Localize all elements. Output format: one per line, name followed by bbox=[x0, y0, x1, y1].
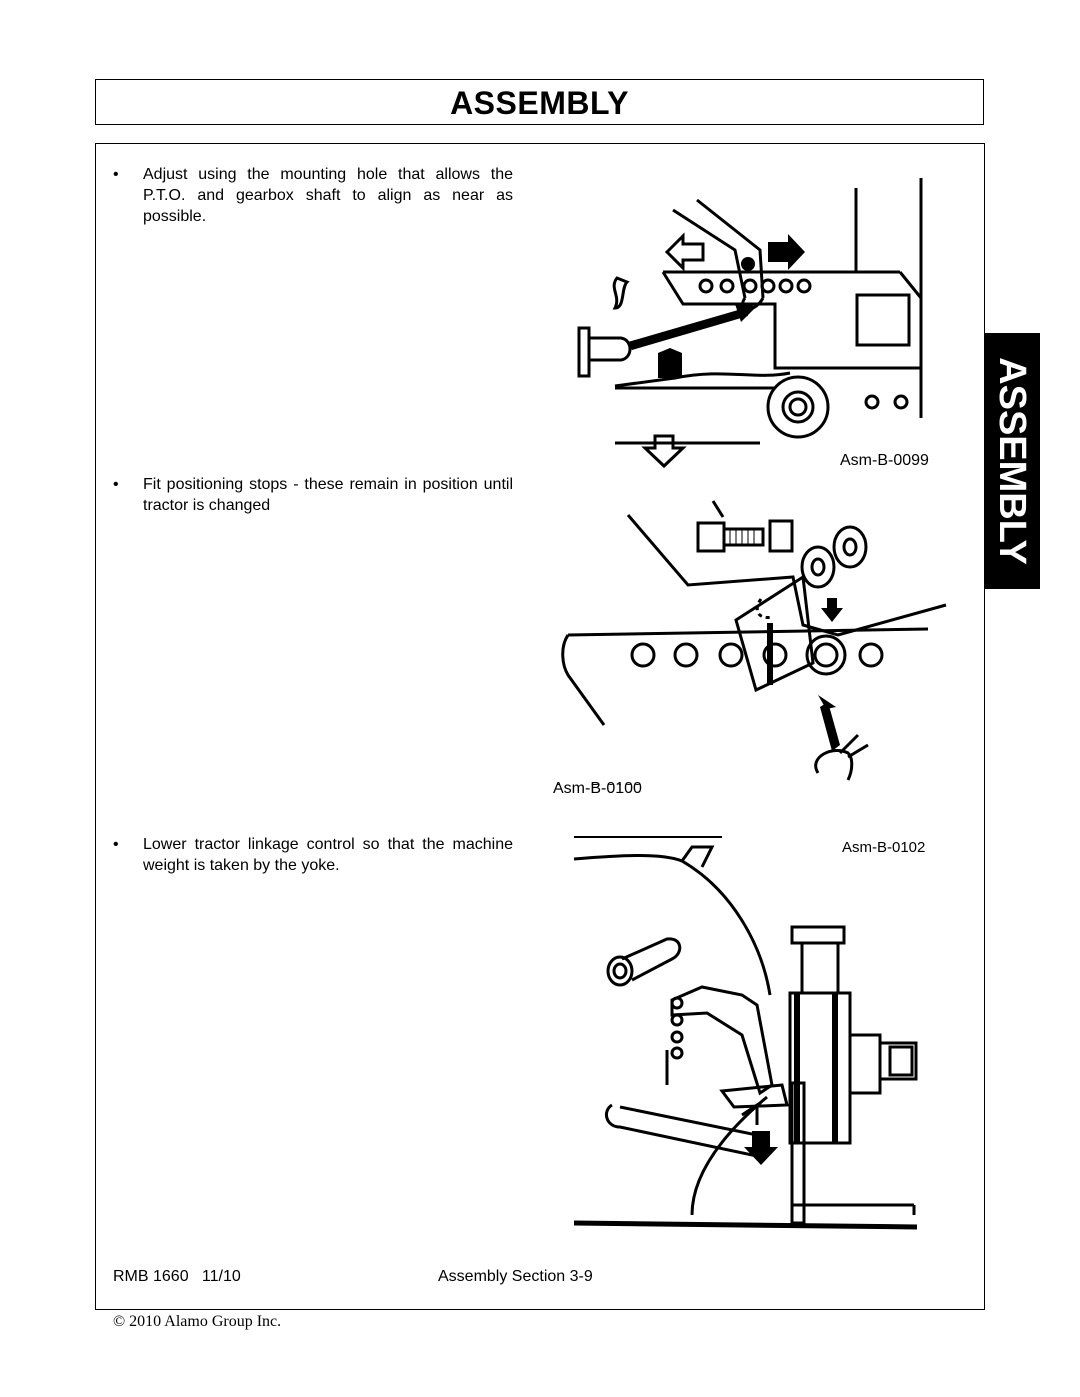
instruction-bullet: • Fit positioning stops - these remain i… bbox=[113, 474, 513, 516]
bullet-marker: • bbox=[113, 476, 119, 493]
mounting-hole-diagram: Asm-B-0099 bbox=[577, 178, 929, 469]
bullet-text: Fit positioning stops - these remain in … bbox=[143, 476, 513, 514]
side-tab-label: ASSEMBLY bbox=[991, 357, 1033, 565]
footer-document-id: RMB 1660 11/10 bbox=[113, 1268, 241, 1285]
figure-label: Asm-B-0100 bbox=[553, 782, 642, 785]
figure-label: Asm-B-0102 bbox=[842, 839, 925, 856]
instruction-bullet: • Lower tractor linkage control so that … bbox=[113, 834, 513, 876]
footer-section: Assembly Section 3-9 bbox=[438, 1268, 593, 1285]
copyright-notice: © 2010 Alamo Group Inc. bbox=[113, 1313, 282, 1330]
bullet-marker: • bbox=[113, 836, 119, 853]
tractor-linkage-diagram: Asm-B-0102 bbox=[573, 836, 925, 1230]
section-side-tab: ASSEMBLY bbox=[984, 333, 1040, 589]
figure-label: Asm-B-0099 bbox=[840, 452, 929, 469]
figure-label-0100: Asm-B-0100 bbox=[553, 780, 642, 797]
bullet-text: Lower tractor linkage control so that th… bbox=[143, 836, 513, 874]
page-header: ASSEMBLY bbox=[95, 79, 984, 125]
page-title: ASSEMBLY bbox=[450, 85, 629, 121]
bullet-text: Adjust using the mounting hole that allo… bbox=[143, 166, 513, 225]
bullet-marker: • bbox=[113, 166, 119, 183]
instruction-bullet: • Adjust using the mounting hole that al… bbox=[113, 164, 513, 227]
content-frame bbox=[95, 143, 985, 1310]
positioning-stops-diagram: Asm-B-0100 bbox=[553, 500, 947, 785]
